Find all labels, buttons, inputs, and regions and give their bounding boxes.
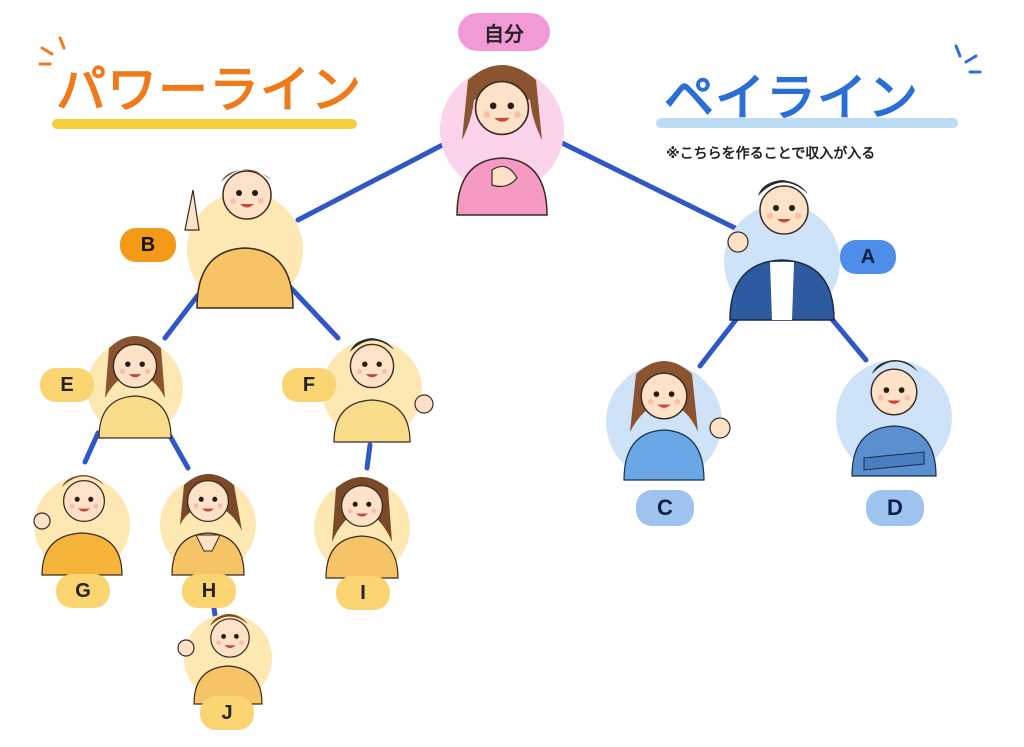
- connector-self-a: [557, 139, 738, 231]
- power-line-underline: [52, 119, 357, 129]
- connector-a-c: [697, 309, 745, 369]
- person-a: [724, 180, 840, 321]
- person-i: [314, 477, 410, 579]
- pay-line-underline: [656, 118, 958, 128]
- node-label-a: A: [840, 240, 896, 274]
- node-label-e: E: [40, 368, 94, 402]
- connector-self-b: [295, 137, 455, 223]
- pay-line-note: ※こちらを作ることで収入が入る: [666, 146, 876, 162]
- node-label-j: J: [200, 696, 254, 730]
- node-label-h: H: [182, 574, 236, 608]
- person-d: [836, 360, 952, 477]
- node-label-c: C: [636, 490, 694, 526]
- connector-e-g: [82, 430, 101, 465]
- pay-line-title: ペイライン: [664, 69, 919, 127]
- node-label-g: G: [56, 574, 110, 608]
- node-label-b: B: [120, 228, 176, 262]
- connector-b-e: [162, 292, 201, 341]
- person-j: [177, 614, 272, 705]
- person-f: [322, 338, 434, 443]
- connector-e-h: [167, 433, 191, 471]
- person-e: [87, 336, 183, 439]
- node-label-d: D: [866, 490, 924, 526]
- person-c: [606, 361, 731, 481]
- person-b: [184, 169, 303, 309]
- connector-b-f: [287, 284, 341, 341]
- node-label-i: I: [336, 576, 390, 610]
- spark-icon-right: [954, 44, 982, 74]
- self-label: 自分: [458, 13, 550, 51]
- node-label-f: F: [282, 368, 336, 402]
- person-g: [33, 475, 130, 576]
- power-line-title: パワーライン: [56, 61, 362, 119]
- self-person: [440, 65, 564, 216]
- connector-f-i: [364, 442, 373, 471]
- person-h: [160, 474, 256, 576]
- spark-icon-left: [38, 36, 66, 66]
